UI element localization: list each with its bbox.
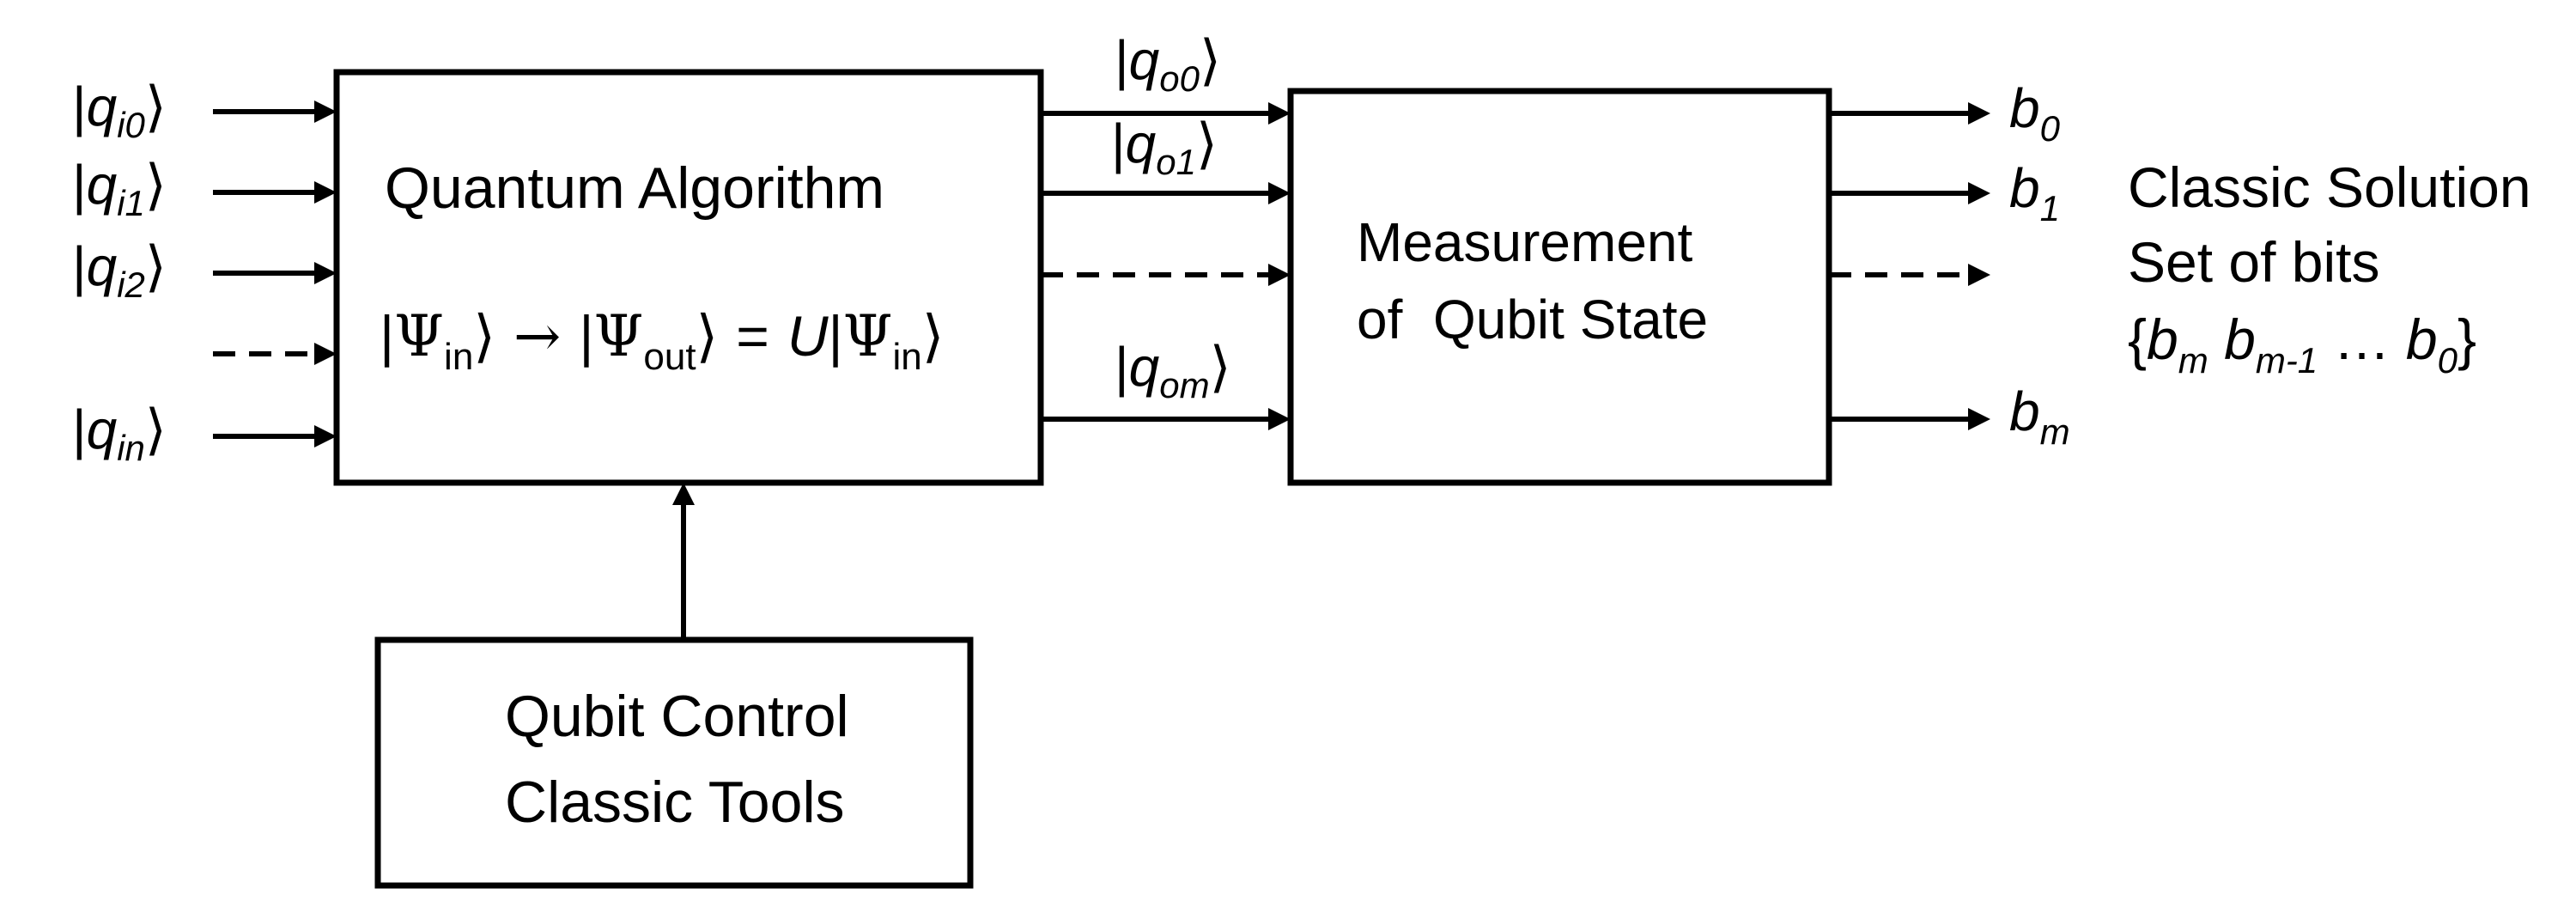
input-arrow-2-arrowhead — [314, 262, 337, 284]
ket-angle: ⟩ — [144, 76, 167, 137]
ket-bar: | — [828, 304, 843, 368]
ket-angle: ⟩ — [1209, 336, 1231, 398]
ket-angle: ⟩ — [921, 304, 945, 368]
bit-label-bm: bm — [2009, 384, 2070, 450]
ket-bar: | — [72, 154, 87, 216]
set-item-symbol: b — [2147, 307, 2178, 371]
ket-angle: ⟩ — [144, 235, 167, 297]
qubit-control-line2: Classic Tools — [505, 770, 845, 835]
psi-in-subscript: in — [892, 336, 922, 378]
ket-symbol: q — [1125, 113, 1157, 174]
ket-bar: | — [1115, 336, 1129, 398]
ket-bar: | — [380, 304, 395, 368]
ket-symbol: q — [86, 154, 118, 216]
bit-arrow-1-arrowhead — [1968, 182, 1990, 204]
ket-bar: | — [72, 235, 87, 297]
classic-solution-line1: Classic Solution — [2128, 155, 2531, 219]
output-arrow-3-arrowhead — [1268, 408, 1291, 430]
ket-subscript: i1 — [117, 183, 145, 223]
quantum-algorithm-title: Quantum Algorithm — [385, 155, 885, 221]
psi-symbol: Ψ — [394, 303, 445, 369]
ket-angle: ⟩ — [144, 154, 167, 216]
ket-angle: ⟩ — [144, 399, 167, 460]
input-label-qin: |qin⟩ — [72, 402, 167, 466]
set-item-symbol: b — [2224, 307, 2256, 371]
bit-arrow-0-arrowhead — [1968, 102, 1990, 125]
classic-solution-line2: Set of bits — [2128, 230, 2380, 294]
ket-subscript: i0 — [117, 105, 145, 145]
input-arrow-1-arrowhead — [314, 181, 337, 204]
equals-sign: = — [736, 304, 769, 368]
input-arrow-4-arrowhead — [314, 425, 337, 447]
ket-subscript: om — [1159, 365, 1210, 405]
unitary-operator: U — [787, 304, 829, 368]
set-open-brace: { — [2128, 307, 2148, 371]
ket-bar: | — [72, 76, 87, 137]
measurement-title-line2: of Qubit State — [1357, 289, 1709, 350]
psi-symbol: Ψ — [842, 303, 893, 369]
psi-in-subscript: in — [444, 336, 474, 378]
output-arrow-0-arrowhead — [1268, 102, 1291, 125]
ket-subscript: in — [117, 428, 145, 468]
ket-symbol: q — [86, 399, 118, 460]
input-label-qi0: |qi0⟩ — [72, 79, 167, 143]
ket-bar: | — [72, 399, 87, 460]
set-close-brace: } — [2457, 307, 2476, 371]
set-item-symbol: b — [2405, 307, 2438, 371]
ket-bar: | — [579, 304, 594, 368]
output-arrow-2-arrowhead — [1268, 264, 1291, 286]
output-label-qom: |qom⟩ — [1115, 339, 1231, 404]
ket-angle: ⟩ — [473, 304, 496, 368]
output-label-qo0: |qo0⟩ — [1115, 33, 1221, 97]
bit-symbol: b — [2009, 157, 2040, 219]
state-evolution-equation: |Ψin⟩ → |Ψout⟩ = U|Ψin⟩ — [380, 307, 945, 376]
ket-subscript: i2 — [117, 265, 145, 305]
ket-symbol: q — [1128, 29, 1160, 91]
ket-symbol: q — [1128, 336, 1160, 398]
input-arrow-3-arrowhead — [314, 343, 337, 365]
input-arrow-0-arrowhead — [314, 100, 337, 123]
measurement-title-line1: Measurement — [1357, 211, 1693, 273]
bit-label-b1: b1 — [2009, 161, 2060, 227]
ket-symbol: q — [86, 235, 118, 297]
ket-angle: ⟩ — [696, 304, 719, 368]
set-item-subscript: m — [2178, 340, 2208, 380]
set-ellipsis: … — [2333, 307, 2391, 371]
bit-label-b0: b0 — [2009, 81, 2060, 147]
ket-subscript: o0 — [1159, 58, 1200, 99]
ket-angle: ⟩ — [1199, 29, 1221, 91]
control-arrow-arrowhead — [672, 483, 695, 505]
bit-arrow-3-arrowhead — [1968, 408, 1990, 430]
quantum-algorithm-box — [333, 69, 1044, 486]
bit-subscript: 1 — [2039, 188, 2060, 228]
ket-bar: | — [1111, 113, 1126, 174]
bit-symbol: b — [2009, 380, 2040, 442]
ket-angle: ⟩ — [1195, 113, 1218, 174]
maps-to-arrow: → — [513, 303, 562, 369]
set-item-subscript: m-1 — [2255, 340, 2318, 380]
set-item-subscript: 0 — [2437, 340, 2458, 380]
qubit-control-line1: Qubit Control — [505, 684, 849, 749]
output-label-qo1: |qo1⟩ — [1111, 116, 1218, 180]
psi-out-subscript: out — [643, 336, 696, 378]
bit-subscript: m — [2039, 411, 2070, 452]
measurement-box — [1287, 88, 1832, 486]
ket-bar: | — [1115, 29, 1129, 91]
bit-symbol: b — [2009, 77, 2040, 139]
ket-symbol: q — [86, 76, 118, 137]
qubit-control-box — [374, 636, 974, 889]
input-label-qi2: |qi2⟩ — [72, 239, 167, 303]
ket-subscript: o1 — [1156, 142, 1196, 182]
bit-subscript: 0 — [2039, 108, 2060, 149]
output-arrow-1-arrowhead — [1268, 182, 1291, 204]
bit-arrow-2-arrowhead — [1968, 264, 1990, 286]
input-label-qi1: |qi1⟩ — [72, 157, 167, 222]
bit-set-notation: {bm bm-1 … b0} — [2128, 311, 2476, 379]
psi-symbol: Ψ — [593, 303, 644, 369]
